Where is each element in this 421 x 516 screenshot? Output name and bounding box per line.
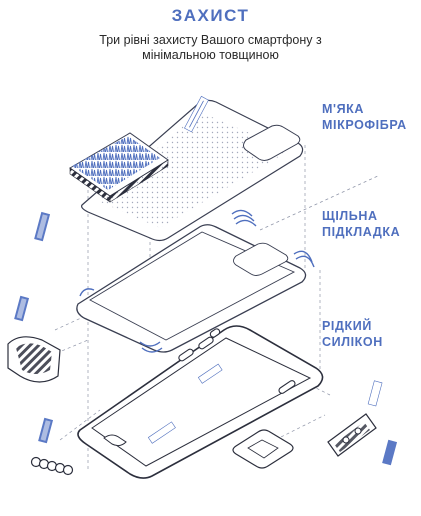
layer-label-lining-line2: ПІДКЛАДКА — [322, 225, 401, 239]
silicone-tag — [147, 421, 176, 444]
button-detail — [7, 336, 61, 383]
fiber-swatch — [69, 132, 169, 203]
lining-tray — [76, 224, 307, 353]
lining-layer — [76, 209, 315, 353]
lining-edge-ribs — [79, 209, 315, 353]
layer-label-silicone-line1: РІДКИЙ — [322, 319, 372, 333]
layer-label-microfiber: М'ЯКА МІКРОФІБРА — [322, 101, 418, 133]
layer-label-silicone-line2: СИЛІКОН — [322, 335, 383, 349]
page-subtitle: Три рівні захисту Вашого смартфону з мін… — [60, 33, 361, 63]
callout-tag-left-1 — [34, 211, 51, 242]
silicone-layer — [77, 325, 324, 479]
callout-tag-right-2 — [382, 439, 398, 466]
bottom-port-cutout — [103, 434, 127, 447]
cross-section-detail — [327, 413, 377, 457]
camera-bezel — [232, 429, 294, 469]
microfiber-layer — [69, 95, 304, 242]
lining-inner-wall — [89, 231, 296, 341]
silicone-shell-inner — [91, 337, 312, 467]
bead-chain — [30, 456, 74, 476]
dimension-tag-top — [184, 95, 209, 133]
layer-label-microfiber-line1: М'ЯКА — [322, 102, 365, 116]
callout-tag-left-3 — [38, 417, 54, 444]
subtitle-line-1: Три рівні захисту Вашого смартфону з — [99, 33, 322, 47]
callout-tag-right-1 — [367, 380, 383, 407]
lining-camera-window — [233, 242, 289, 276]
camera-cutout — [243, 124, 301, 161]
camera-bezel-inner — [247, 439, 279, 459]
layer-label-lining: ЩІЛЬНА ПІДКЛАДКА — [322, 208, 418, 240]
layer-label-microfiber-line2: МІКРОФІБРА — [322, 118, 407, 132]
side-buttons — [178, 328, 296, 394]
callout-tag-left-2 — [14, 295, 30, 322]
microfiber-dot-texture — [96, 112, 290, 228]
subtitle-line-2: мінімальною товщиною — [142, 48, 279, 62]
layer-label-lining-line1: ЩІЛЬНА — [322, 209, 378, 223]
silicone-shell-outer — [77, 325, 324, 479]
page-title: ЗАХИСТ — [171, 6, 250, 25]
silicone-tag-2 — [197, 363, 223, 384]
layer-label-silicone: РІДКИЙ СИЛІКОН — [322, 318, 418, 350]
